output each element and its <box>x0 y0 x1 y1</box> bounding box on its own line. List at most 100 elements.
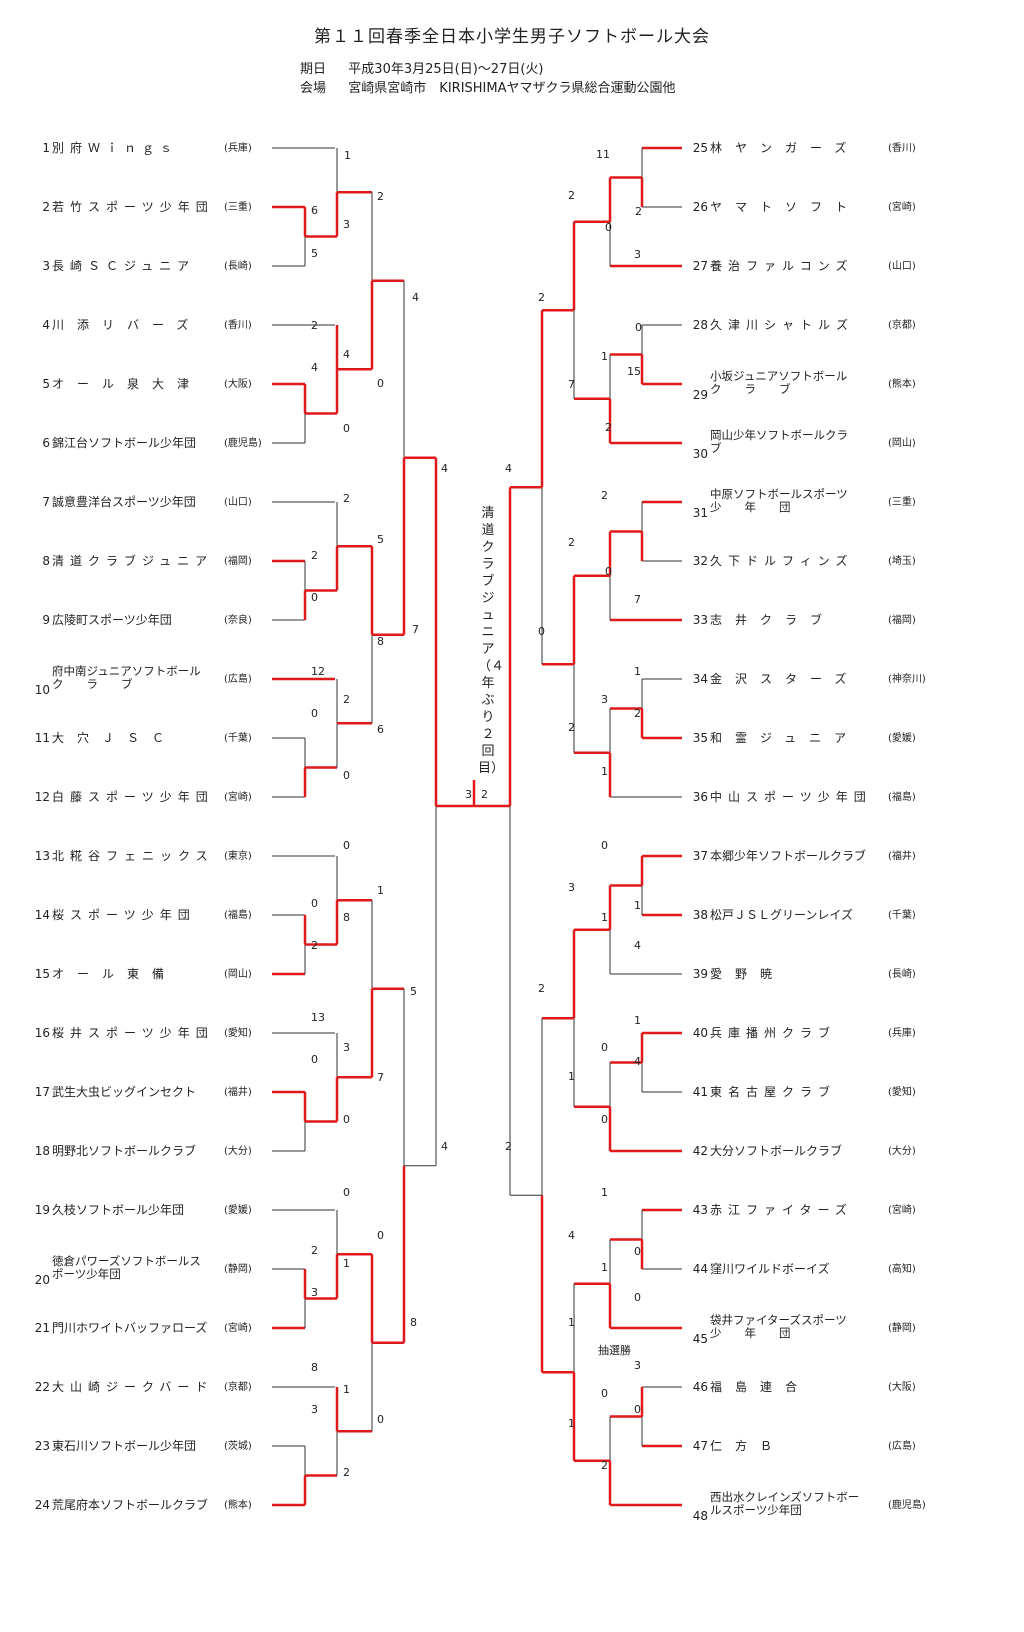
team-name: 桜スポーツ少年団 <box>52 908 196 922</box>
score-label: 4 <box>505 462 512 475</box>
team-name: 白藤スポーツ少年団 <box>52 790 214 804</box>
team-prefecture: (兵庫) <box>888 1028 916 1039</box>
team-name: 武生大虫ビッグインセクト <box>52 1085 197 1099</box>
team-name: 志井クラブ <box>710 613 836 627</box>
team-number: 22 <box>34 1380 50 1394</box>
score-label: 2 <box>481 788 488 801</box>
score-label: 3 <box>465 788 472 801</box>
team-number: 36 <box>692 790 708 804</box>
score-label: 3 <box>634 248 641 261</box>
team-prefecture: (鹿児島) <box>224 438 262 449</box>
team-number: 39 <box>692 967 708 981</box>
date-row: 期日 平成30年3月25日(日)～27日(火) <box>300 58 543 77</box>
score-label: 0 <box>635 321 642 334</box>
team-number: 47 <box>692 1439 708 1453</box>
team-prefecture: (岡山) <box>224 969 252 980</box>
team-number: 21 <box>34 1321 50 1335</box>
score-label: 0 <box>634 1245 641 1258</box>
team-number: 6 <box>42 436 50 450</box>
score-label: 3 <box>343 218 350 231</box>
team-prefecture: (愛媛) <box>888 733 916 744</box>
score-label: 0 <box>601 1113 608 1126</box>
score-label: 2 <box>538 982 545 995</box>
team-prefecture: (大分) <box>224 1146 252 1157</box>
score-label: 0 <box>601 839 608 852</box>
team-prefecture: (鹿児島) <box>888 1500 926 1511</box>
team-name: 中山スポーツ少年団 <box>710 790 872 804</box>
team-number: 17 <box>34 1085 50 1099</box>
team-name: 和霊ジュニア <box>710 731 860 745</box>
score-label: 1 <box>634 899 641 912</box>
team-prefecture: (兵庫) <box>224 143 252 154</box>
score-label: 4 <box>343 348 350 361</box>
team-name: オール泉大津 <box>52 377 203 391</box>
score-label: 2 <box>601 489 608 502</box>
score-label: 3 <box>568 881 575 894</box>
team-name: 北糀谷フェニックス <box>52 849 214 863</box>
team-number: 26 <box>692 200 708 214</box>
team-number: 14 <box>34 908 50 922</box>
team-prefecture: (福井) <box>888 851 916 862</box>
score-label: 5 <box>311 247 318 260</box>
date-value: 平成30年3月25日(日)～27日(火) <box>348 62 544 77</box>
score-label: 0 <box>601 1387 608 1400</box>
venue-row: 会場 宮崎県宮崎市 KIRISHIMAヤマザクラ県総合運動公園他 <box>300 77 676 96</box>
team-prefecture: (宮崎) <box>224 1323 252 1334</box>
team-prefecture: (千葉) <box>224 733 252 744</box>
team-prefecture: (長崎) <box>888 969 916 980</box>
team-number: 41 <box>692 1085 708 1099</box>
team-number: 23 <box>34 1439 50 1453</box>
team-name: 林ヤンガーズ <box>710 141 860 155</box>
team-name: 明野北ソフトボールクラブ <box>52 1144 197 1158</box>
team-number: 9 <box>42 613 50 627</box>
team-number: 35 <box>692 731 708 745</box>
score-label: 0 <box>311 1053 318 1066</box>
team-prefecture: (三重) <box>888 497 916 508</box>
score-label: 1 <box>344 149 351 162</box>
team-prefecture: (広島) <box>224 674 252 685</box>
team-number: 33 <box>692 613 708 627</box>
score-label: 2 <box>634 707 641 720</box>
score-label: 7 <box>568 378 575 391</box>
team-entry: 31中原ソフトボールスポーツ少 年 団(三重) <box>688 488 916 521</box>
score-label: 8 <box>343 911 350 924</box>
score-label: 2 <box>311 1244 318 1257</box>
team-prefecture: (大分) <box>888 1146 916 1157</box>
score-label: 0 <box>605 221 612 234</box>
team-number: 43 <box>692 1203 708 1217</box>
team-name: 若竹スポーツ少年団 <box>52 200 214 214</box>
team-name: 福島連合 <box>710 1380 811 1394</box>
team-number: 10 <box>34 683 50 697</box>
score-label: 2 <box>311 319 318 332</box>
team-prefecture: (奈良) <box>224 615 252 626</box>
score-label: 3 <box>601 693 608 706</box>
team-prefecture: (神奈川) <box>888 674 926 685</box>
score-label: 8 <box>311 1361 318 1374</box>
team-number: 8 <box>42 554 50 568</box>
team-number: 38 <box>692 908 708 922</box>
team-prefecture: (三重) <box>224 202 252 213</box>
score-label: 2 <box>343 1466 350 1479</box>
team-name: 本郷少年ソフトボールクラブ <box>710 849 867 863</box>
team-number: 24 <box>34 1498 50 1512</box>
team-number: 45 <box>692 1332 708 1346</box>
team-name: 愛野暁 <box>710 967 786 981</box>
score-label: 2 <box>605 421 612 434</box>
team-prefecture: (愛知) <box>224 1028 252 1039</box>
score-label: 12 <box>311 665 325 678</box>
